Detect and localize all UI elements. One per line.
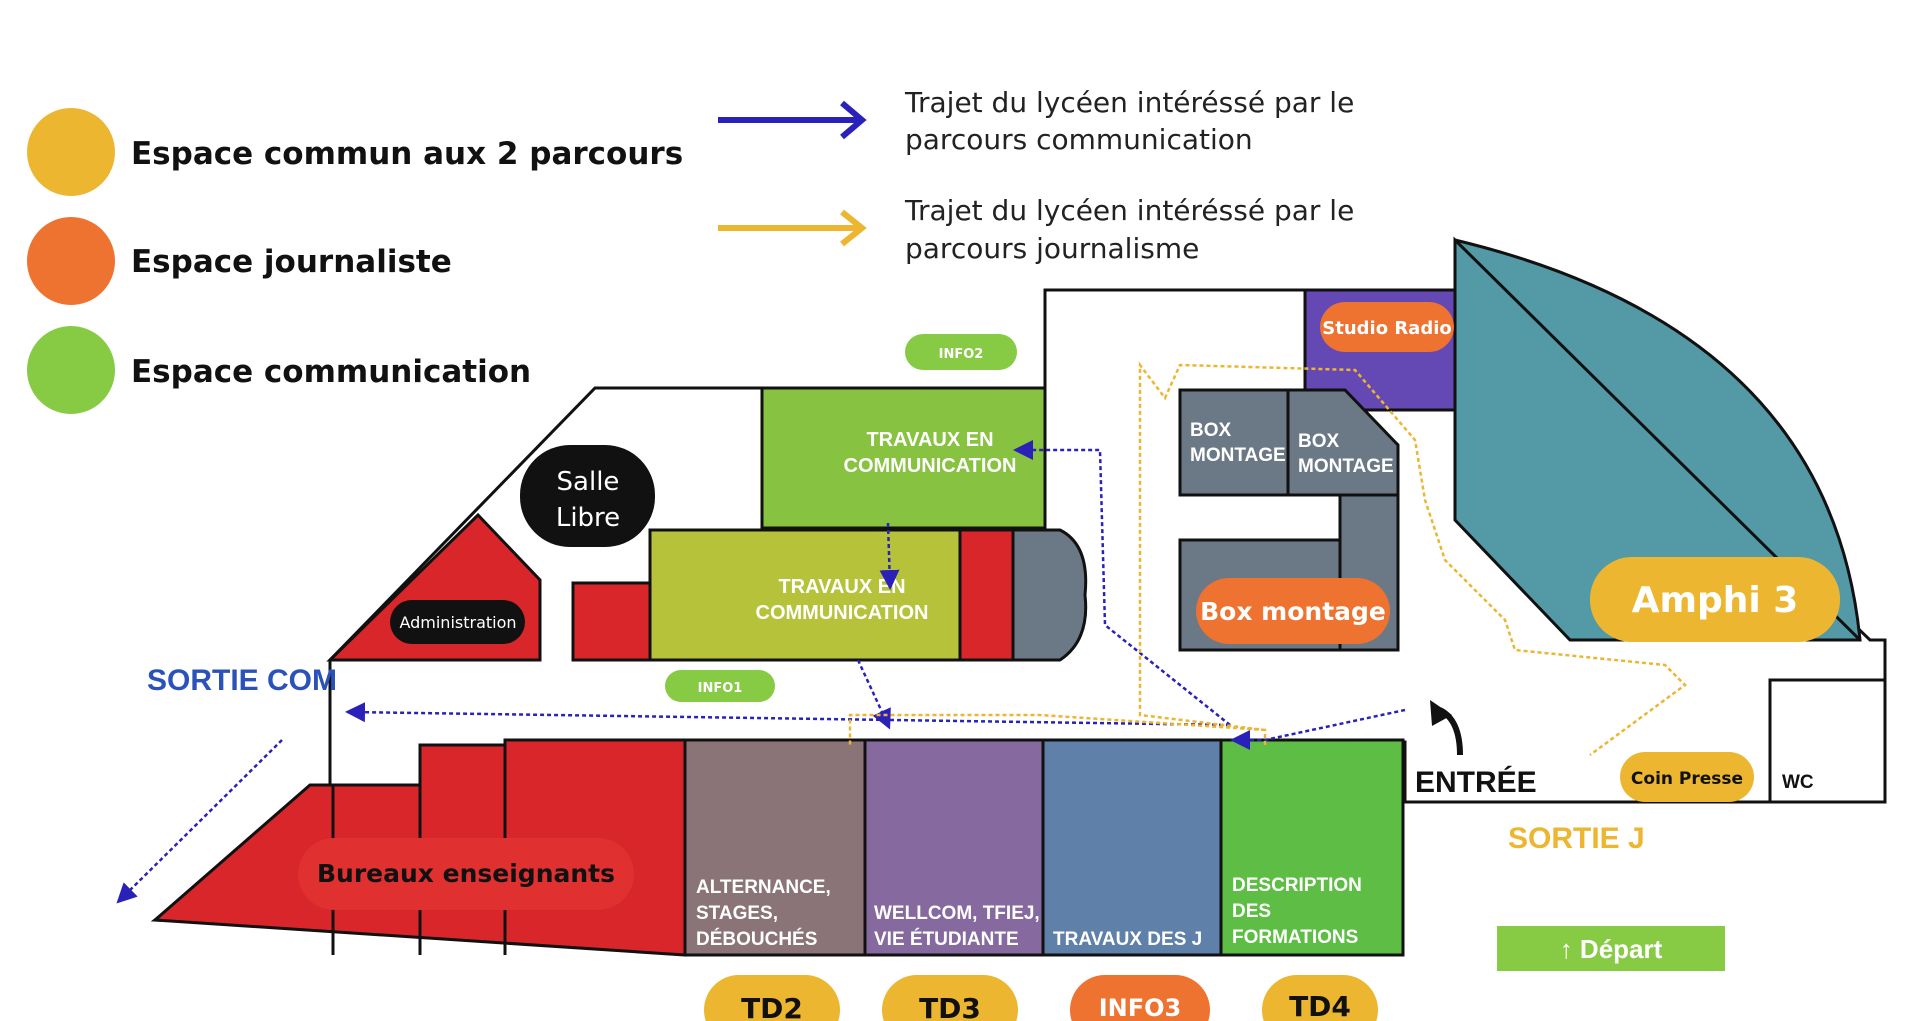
room-travaux-com-1 [760,386,1047,530]
depart-box [1497,926,1725,971]
info1-badge [665,670,775,702]
route-communication [116,440,1406,904]
td2-badge [704,975,840,1021]
box-montage-1-label-2: MONTAGE [1190,445,1286,466]
info3-label: INFO3 [1099,994,1182,1021]
room-red-strip [958,528,1015,662]
room-travaux-com-2 [648,528,962,662]
sortie-com-sign: SORTIE COM [147,664,337,697]
travaux-com-1-label-2: COMMUNICATION [844,455,1017,477]
alternance-label-1: ALTERNANCE, [696,877,831,898]
amphi-label: Amphi 3 [1632,580,1799,621]
coin-presse-badge [1620,752,1754,802]
description-label-1: DESCRIPTION [1232,875,1362,896]
td3-label: TD3 [919,992,981,1021]
bureaux-badge [298,838,634,910]
travaux-com-2-label-2: COMMUNICATION [756,602,929,624]
room-small-red [571,581,655,662]
room-box-montage-1 [1178,388,1290,497]
room-travaux-j [1041,738,1223,957]
legend-journaliste-label: Espace journaliste [131,244,452,280]
travaux-com-2-label-1: TRAVAUX EN [778,576,905,598]
box-montage-2-label-2: MONTAGE [1298,456,1394,477]
administration-label: Administration [399,613,516,632]
entree-sign: ENTRÉE [1415,765,1537,799]
description-label-2: DES [1232,901,1271,922]
route-journalisme [848,361,1687,757]
td4-badge [1262,975,1378,1021]
legend-communication-swatch [27,326,115,414]
travaux-j-label: TRAVAUX DES J [1053,929,1202,950]
info2-badge [905,334,1017,370]
signs: SORTIE COM SORTIE J ENTRÉE ↑ Départ [147,664,1725,971]
legend-route-j-line1: Trajet du lycéen intéréssé par le [904,194,1354,227]
bureaux-label: Bureaux enseignants [317,859,615,888]
room-labels: TRAVAUX EN COMMUNICATION TRAVAUX EN COMM… [696,420,1814,950]
room-alternance [683,738,867,957]
alternance-label-2: STAGES, [696,903,778,924]
box-montage-1-label-1: BOX [1190,420,1232,441]
legend-route-com-line2: parcours communication [905,123,1253,156]
legend-route-j: Trajet du lycéen intéréssé par le parcou… [718,194,1354,265]
sortie-j-sign: SORTIE J [1508,822,1645,855]
legend-communication-label: Espace communication [131,354,531,390]
room-box-montage-2 [1286,388,1400,497]
legend-common-label: Espace commun aux 2 parcours [131,136,683,172]
travaux-com-1-label-1: TRAVAUX EN [866,429,993,451]
box-montage-badge [1196,578,1390,644]
room-grey-small [1011,528,1088,662]
room-description [1219,738,1405,957]
legend-common-swatch [27,108,115,196]
td3-badge [882,975,1018,1021]
td2-label: TD2 [741,992,803,1021]
info2-label: INFO2 [939,347,984,362]
legend-route-j-line2: parcours journalisme [905,232,1199,265]
info3-badge [1070,975,1210,1021]
depart-label: ↑ Départ [1560,934,1663,964]
box-montage-2-label-1: BOX [1298,431,1340,452]
td4-label: TD4 [1289,990,1351,1021]
legend-route-com: Trajet du lycéen intéréssé par le parcou… [718,86,1354,156]
legend-route-com-line1: Trajet du lycéen intéréssé par le [904,86,1354,119]
administration-badge [390,600,525,644]
wellcom-label-2: VIE ÉTUDIANTE [874,928,1019,950]
legend-journaliste-swatch [27,217,115,305]
amphi-badge [1590,557,1840,642]
salle-libre-label-2: Libre [556,503,620,533]
salle-libre-badge [520,445,655,547]
legend: Espace commun aux 2 parcours Espace jour… [27,86,1354,414]
salle-libre-label-1: Salle [557,467,620,497]
wellcom-label-1: WELLCOM, TFIEJ, [874,903,1040,924]
box-montage-label: Box montage [1200,597,1386,626]
description-label-3: FORMATIONS [1232,927,1358,948]
coin-presse-label: Coin Presse [1631,769,1743,789]
room-wellcom [863,738,1045,957]
room-wc [1768,678,1887,804]
badges: Salle Libre Administration INFO1 INFO2 S… [298,302,1840,1021]
alternance-label-3: DÉBOUCHÉS [696,928,817,950]
studio-radio-label: Studio Radio [1322,318,1452,339]
wc-label: WC [1782,772,1814,793]
studio-radio-badge [1320,302,1454,352]
info1-label: INFO1 [698,681,743,696]
